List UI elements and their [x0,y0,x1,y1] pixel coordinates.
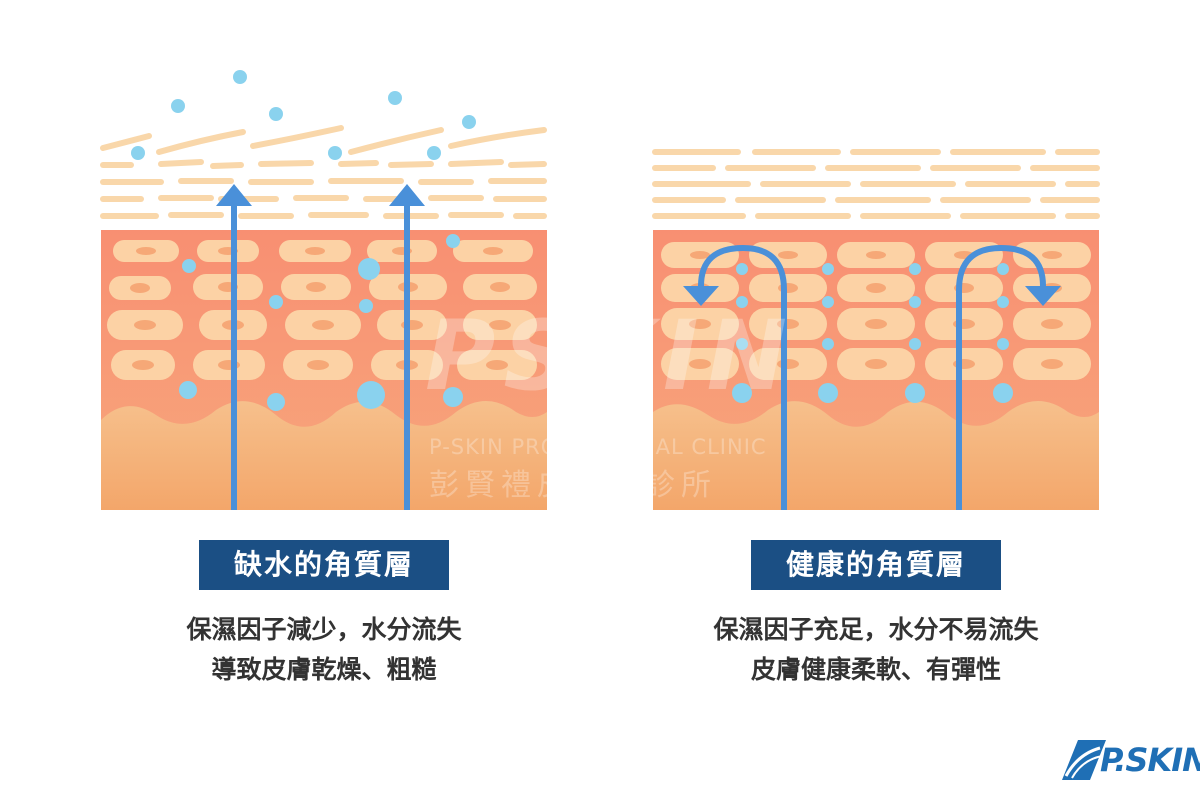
water-droplets [131,70,476,411]
dehydrated-description: 保濕因子減少，水分流失 導致皮膚乾燥、粗糙 [84,610,564,690]
healthy-skin-illustration [652,149,1100,510]
pskin-logo-text: P.SKIN [1100,741,1200,779]
stratum-corneum-healthy [652,149,1100,219]
skin-cells [107,240,537,380]
water-retention-arrows [698,244,1046,510]
pskin-logo: P.SKIN [1060,740,1200,780]
healthy-description-line1: 保濕因子充足，水分不易流失 [713,615,1039,644]
healthy-description-line2: 皮膚健康柔軟、有彈性 [750,655,1001,684]
dehydrated-skin-diagram [100,60,547,510]
healthy-skin-diagram [652,60,1100,510]
dehydrated-description-line1: 保濕因子減少，水分流失 [186,615,462,644]
healthy-description: 保濕因子充足，水分不易流失 皮膚健康柔軟、有彈性 [636,610,1116,690]
stratum-corneum-dry [100,125,547,219]
pskin-logo-mark [1062,740,1106,780]
water-droplets-healthy [732,263,1013,403]
dehydrated-title: 缺水的角質層 [199,540,449,590]
dehydrated-skin-illustration [100,70,547,510]
water-retention-arrowheads [683,286,1061,306]
dehydrated-description-line2: 導致皮膚乾燥、粗糙 [211,655,437,684]
cell-nuclei-healthy [689,251,1063,369]
healthy-title: 健康的角質層 [751,540,1001,590]
water-loss-arrows [216,184,425,510]
